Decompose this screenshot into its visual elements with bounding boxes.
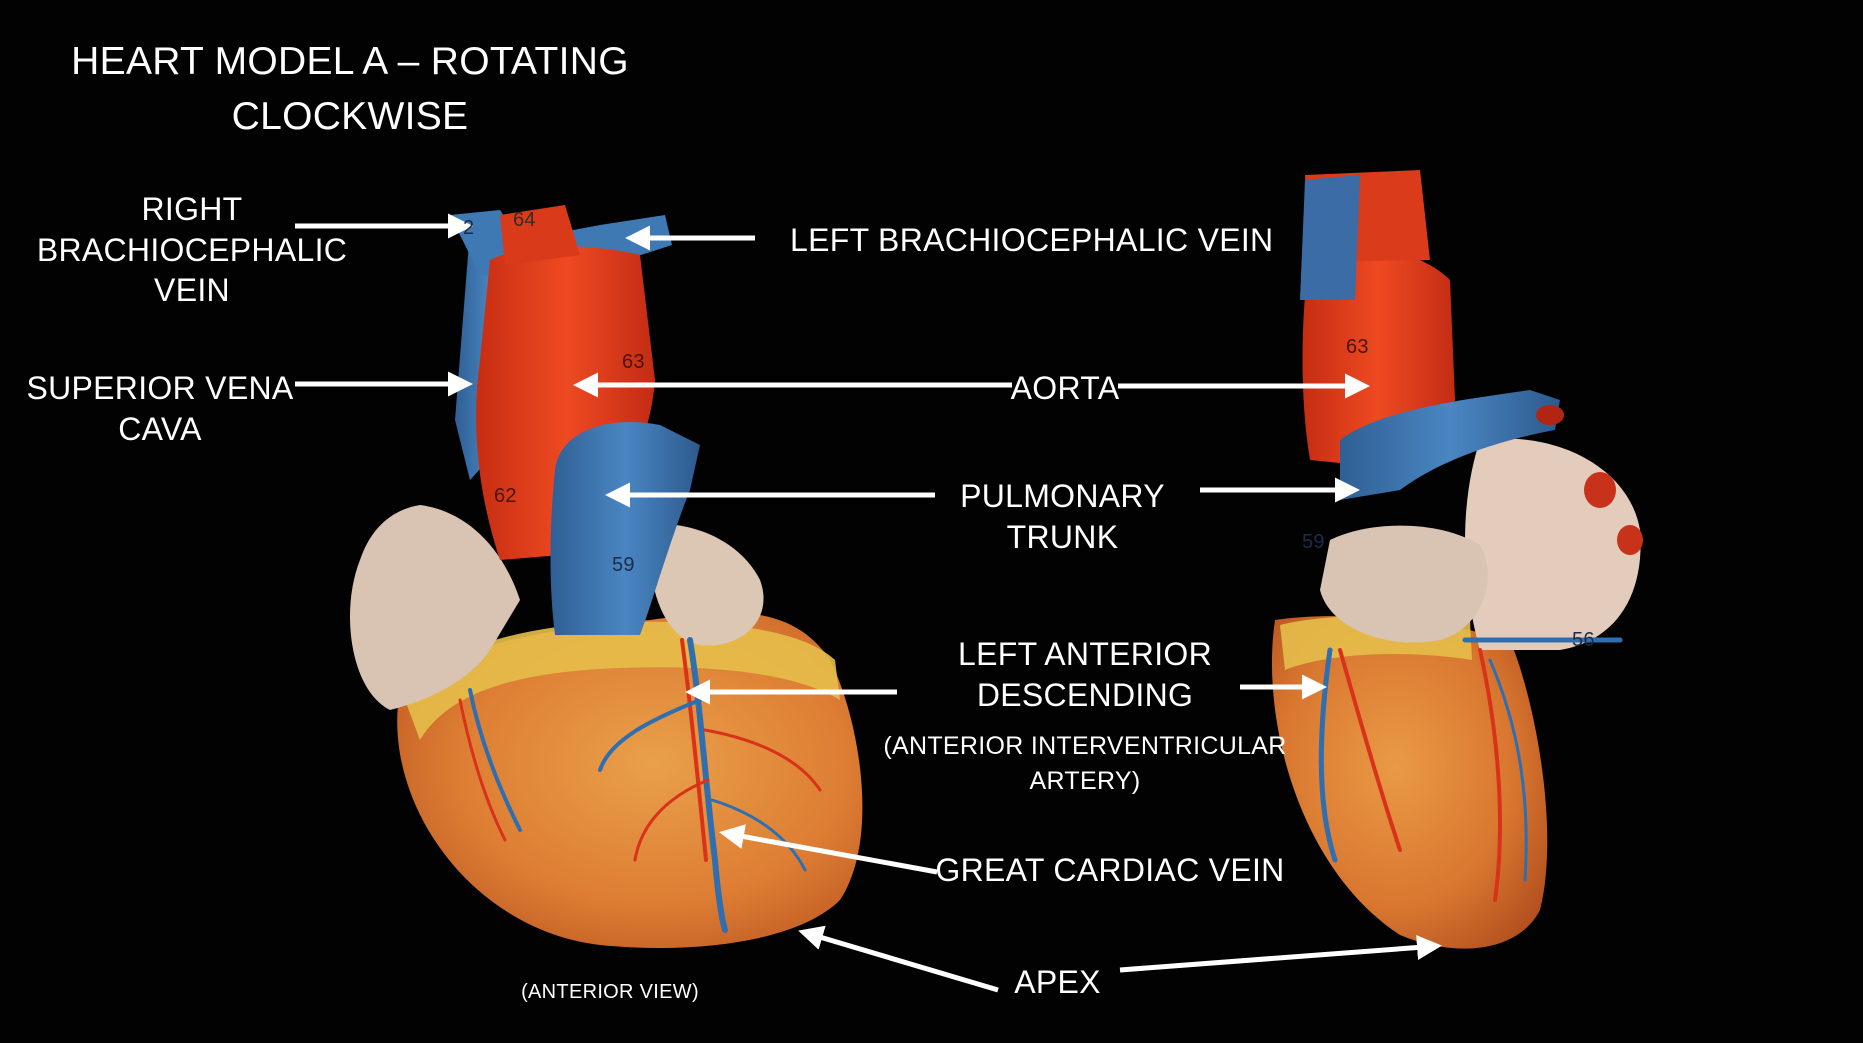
model-number: 64	[513, 209, 536, 231]
model-number: 56	[1572, 629, 1595, 651]
label-line: RIGHT	[141, 191, 243, 227]
left-heart-pulmonary-trunk	[550, 422, 700, 635]
label-line: (ANTERIOR INTERVENTRICULAR	[883, 732, 1287, 760]
label-left-anterior-descending: LEFT ANTERIOR DESCENDING	[890, 634, 1280, 715]
label-line: CAVA	[118, 410, 202, 447]
model-number: 59	[612, 554, 635, 576]
label-line: SUPERIOR VENA	[26, 370, 294, 406]
view-caption: (ANTERIOR VIEW)	[521, 981, 699, 1003]
right-heart-vessel-opening-3	[1617, 525, 1643, 555]
right-heart-atrium-beige	[1465, 438, 1641, 650]
label-right-brachiocephalic-vein: RIGHT BRACHIOCEPHALIC VEIN	[32, 189, 352, 311]
label-line: VEIN	[154, 272, 230, 309]
model-number: 2	[463, 217, 475, 239]
label-line: ARTERY)	[1029, 767, 1141, 795]
right-heart-vessel-opening-2	[1584, 472, 1616, 508]
arrow-apex-right	[1119, 935, 1442, 973]
left-heart-aortic-arch-top	[500, 205, 580, 265]
right-heart-left-auricle	[1320, 525, 1488, 643]
model-number: 59	[1302, 531, 1325, 553]
arrow-great-cardiac-vein	[719, 824, 938, 875]
annotation-arrows	[295, 213, 1442, 993]
arrow-apex-left	[798, 925, 999, 993]
label-line: PULMONARY	[960, 478, 1165, 514]
label-pulmonary-trunk: PULMONARY TRUNK	[935, 476, 1190, 557]
right-heart-svc	[1300, 175, 1360, 300]
label-aorta: AORTA	[1010, 370, 1120, 406]
label-line: BRACHIOCEPHALIC	[36, 231, 348, 268]
label-anterior-interventricular-artery: (ANTERIOR INTERVENTRICULAR ARTERY)	[870, 729, 1300, 799]
left-heart-ventricles	[397, 612, 863, 948]
slide-title: HEART MODEL A – ROTATING CLOCKWISE	[70, 35, 630, 144]
label-great-cardiac-vein: GREAT CARDIAC VEIN	[935, 852, 1285, 888]
label-left-brachiocephalic-vein: LEFT BRACHIOCEPHALIC VEIN	[790, 222, 1274, 258]
right-heart-ventricles	[1271, 616, 1548, 949]
left-heart-fat-band	[405, 621, 840, 740]
left-heart-left-auricle	[649, 524, 764, 646]
right-heart-pulmonary-veins	[1340, 390, 1560, 500]
slide-title-line-2: CLOCKWISE	[231, 94, 469, 138]
label-line: DESCENDING	[976, 676, 1194, 713]
label-apex: APEX	[1014, 964, 1101, 1000]
model-number: 62	[494, 485, 517, 507]
right-heart-model	[1271, 170, 1643, 949]
model-number: 63	[1346, 336, 1369, 358]
left-heart-model	[350, 205, 863, 948]
label-superior-vena-cava: SUPERIOR VENA CAVA	[20, 368, 300, 449]
left-heart-right-atrium	[350, 505, 520, 710]
label-line: LEFT ANTERIOR	[957, 636, 1213, 672]
model-number: 63	[622, 351, 645, 373]
right-heart-vessel-opening-1	[1536, 405, 1564, 425]
slide-title-line-1: HEART MODEL A – ROTATING	[71, 40, 629, 83]
label-line: TRUNK	[1006, 518, 1119, 555]
